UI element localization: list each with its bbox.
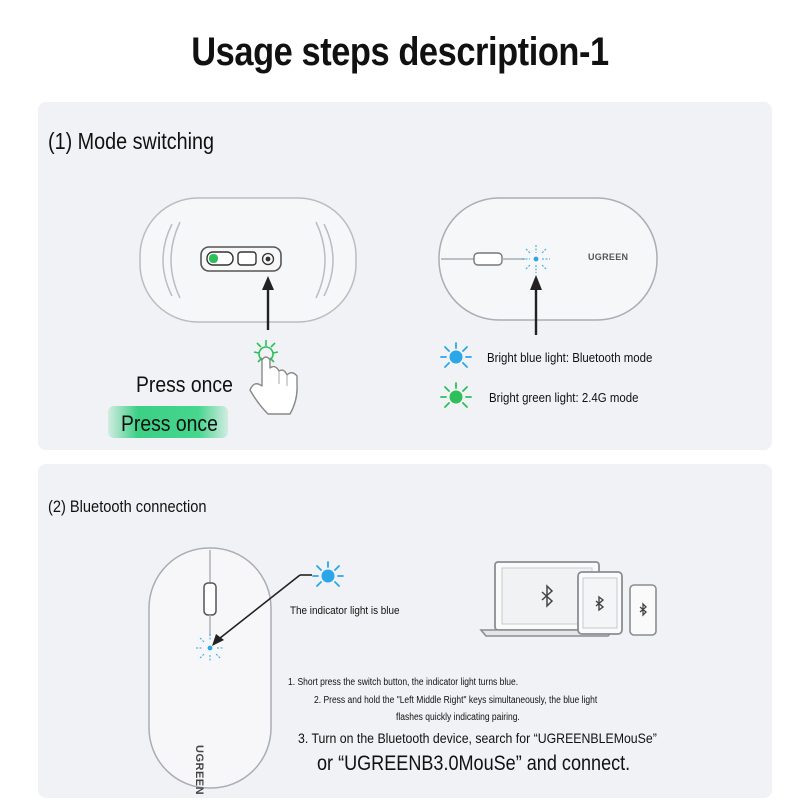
press-once-highlight-bg [108, 406, 228, 438]
step-3-text-continued: or “UGREENB3.0MouSe” and connect. [317, 752, 631, 775]
blue-light-icon [440, 342, 472, 368]
bluetooth-connection-heading: (2) Bluetooth connection [48, 497, 207, 516]
step-1-text: 1. Short press the switch button, the in… [288, 677, 519, 688]
indicator-blue-light-icon [312, 561, 344, 587]
step-2-text: 2. Press and hold the "Left Middle Right… [314, 695, 598, 706]
mouse-bottom-view [139, 197, 357, 330]
mouse-top-view [438, 197, 658, 335]
hand-press-icon [249, 340, 298, 415]
mouse-brand-logo: UGREEN [588, 252, 629, 262]
green-light-icon [440, 382, 472, 408]
mouse-vertical-view [148, 547, 312, 789]
blue-light-label: Bright blue light: Bluetooth mode [487, 350, 653, 365]
mouse-brand-logo-vertical: UGREEN [193, 745, 205, 796]
mode-switching-heading: (1) Mode switching [48, 128, 215, 154]
green-light-label: Bright green light: 2.4G mode [489, 390, 639, 405]
step-2-text-continued: flashes quickly indicating pairing. [396, 712, 520, 723]
indicator-light-label: The indicator light is blue [290, 605, 400, 617]
press-once-highlight-label: Press once [121, 411, 218, 436]
page-title: Usage steps description-1 [191, 30, 609, 74]
bluetooth-icon [639, 602, 647, 617]
press-once-label: Press once [136, 372, 233, 397]
bluetooth-icon [541, 584, 554, 608]
step-3-text: 3. Turn on the Bluetooth device, search … [298, 730, 657, 746]
bluetooth-icon [595, 595, 605, 612]
